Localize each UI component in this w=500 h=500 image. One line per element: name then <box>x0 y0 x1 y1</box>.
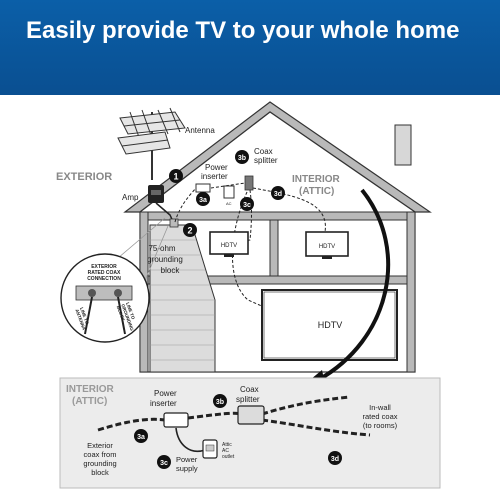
power-inserter-label: Power inserter <box>201 163 228 181</box>
svg-text:block: block <box>161 266 181 275</box>
inset-title: EXTERIOR RATED COAX CONNECTION <box>87 264 121 282</box>
svg-text:inserter: inserter <box>201 172 228 181</box>
tv-2: HDTV <box>305 231 349 259</box>
svg-text:Attic: Attic <box>222 442 232 448</box>
attic-detail-box: INTERIOR (ATTIC) Power inserter Coax spl… <box>59 377 441 489</box>
attic-marker-3a: 3a <box>134 429 148 443</box>
header-banner: Easily provide TV to your whole home <box>0 0 500 95</box>
attic-title-line2: (ATTIC) <box>72 396 107 407</box>
marker-3b: 3b <box>235 150 249 164</box>
marker-1: 1 <box>169 169 183 183</box>
svg-text:inserter: inserter <box>150 399 177 408</box>
connection-inset <box>60 217 169 343</box>
svg-text:75-ohm: 75-ohm <box>148 244 175 253</box>
svg-text:Power: Power <box>154 389 177 398</box>
svg-text:coax from: coax from <box>84 450 117 459</box>
tv-3: HDTV <box>261 289 398 361</box>
antenna-label: Antenna <box>185 126 215 135</box>
tv-1: HDTV <box>209 231 249 257</box>
svg-text:Coax: Coax <box>240 385 259 394</box>
svg-text:grounding: grounding <box>83 459 116 468</box>
svg-text:1: 1 <box>173 172 178 182</box>
attic-outlet-label: Attic AC outlet <box>222 442 235 460</box>
marker-2: 2 <box>183 223 197 237</box>
svg-text:2: 2 <box>187 226 192 236</box>
svg-text:LINE TO: LINE TO <box>125 302 136 321</box>
svg-text:BLOCK: BLOCK <box>116 305 126 322</box>
page-title: Easily provide TV to your whole home <box>26 17 460 44</box>
marker-3a: 3a <box>196 192 210 206</box>
svg-text:AC: AC <box>222 448 229 454</box>
ac-outlet-icon <box>223 185 235 199</box>
svg-text:HDTV: HDTV <box>318 320 343 330</box>
svg-text:HDTV: HDTV <box>221 243 237 249</box>
marker-3d: 3d <box>271 186 285 200</box>
installation-diagram: Antenna Amp EXTERIOR 75-ohm grounding bl… <box>56 101 441 489</box>
svg-text:3a: 3a <box>199 197 207 204</box>
svg-text:CONNECTION: CONNECTION <box>87 276 121 282</box>
svg-text:3b: 3b <box>238 155 246 162</box>
svg-text:3c: 3c <box>160 460 168 467</box>
attic-coax-splitter-icon <box>237 405 265 425</box>
attic-power-inserter-icon <box>163 412 189 428</box>
attic-coax-splitter-label: Coax splitter <box>236 385 260 404</box>
attic-marker-3c: 3c <box>157 455 171 469</box>
svg-text:supply: supply <box>176 464 198 473</box>
power-supply-label: Power supply <box>176 455 198 473</box>
svg-text:Power: Power <box>176 455 198 464</box>
svg-text:3b: 3b <box>216 399 224 406</box>
interior-attic-label-line1: INTERIOR <box>292 174 341 185</box>
svg-text:LINE TO: LINE TO <box>79 307 90 326</box>
svg-text:splitter: splitter <box>254 156 278 165</box>
power-inserter-icon <box>195 183 211 193</box>
svg-text:3c: 3c <box>243 202 251 209</box>
svg-text:Exterior: Exterior <box>87 441 113 450</box>
svg-text:3d: 3d <box>274 191 282 198</box>
svg-text:3d: 3d <box>331 456 339 463</box>
svg-text:RATED COAX: RATED COAX <box>88 270 121 276</box>
coax-splitter-icon <box>244 175 254 191</box>
amp-device <box>148 185 164 203</box>
svg-text:3a: 3a <box>137 434 145 441</box>
svg-text:EXTERIOR: EXTERIOR <box>91 264 117 270</box>
exterior-label: EXTERIOR <box>56 171 112 183</box>
exterior-coax-label: Exterior coax from grounding block <box>83 441 116 477</box>
grounding-block-icon <box>169 218 179 228</box>
svg-text:Coax: Coax <box>254 147 273 156</box>
attic-power-inserter-label: Power inserter <box>150 389 177 408</box>
svg-text:Power: Power <box>205 163 228 172</box>
attic-marker-3b: 3b <box>213 394 227 408</box>
svg-text:splitter: splitter <box>236 395 260 404</box>
attic-marker-3d: 3d <box>328 451 342 465</box>
antenna <box>117 107 186 180</box>
svg-text:HDTV: HDTV <box>319 244 335 250</box>
attic-title-line1: INTERIOR <box>66 384 115 395</box>
ac-label: AC <box>226 201 232 206</box>
brick-chimney <box>149 224 216 373</box>
svg-text:rated coax: rated coax <box>362 412 397 421</box>
power-supply-cable <box>175 427 206 452</box>
inwall-coax-label: In-wall rated coax (to rooms) <box>362 403 397 430</box>
svg-text:block: block <box>91 468 109 477</box>
marker-3c: 3c <box>240 197 254 211</box>
grounding-block-label: 75-ohm grounding block <box>147 244 183 275</box>
svg-text:(to rooms): (to rooms) <box>363 421 398 430</box>
amp-label: Amp <box>122 193 139 202</box>
interior-attic-label-line2: (ATTIC) <box>299 186 334 197</box>
svg-text:outlet: outlet <box>222 454 235 460</box>
coax-splitter-label: Coax splitter <box>254 147 278 165</box>
svg-text:In-wall: In-wall <box>369 403 391 412</box>
svg-text:grounding: grounding <box>147 255 183 264</box>
